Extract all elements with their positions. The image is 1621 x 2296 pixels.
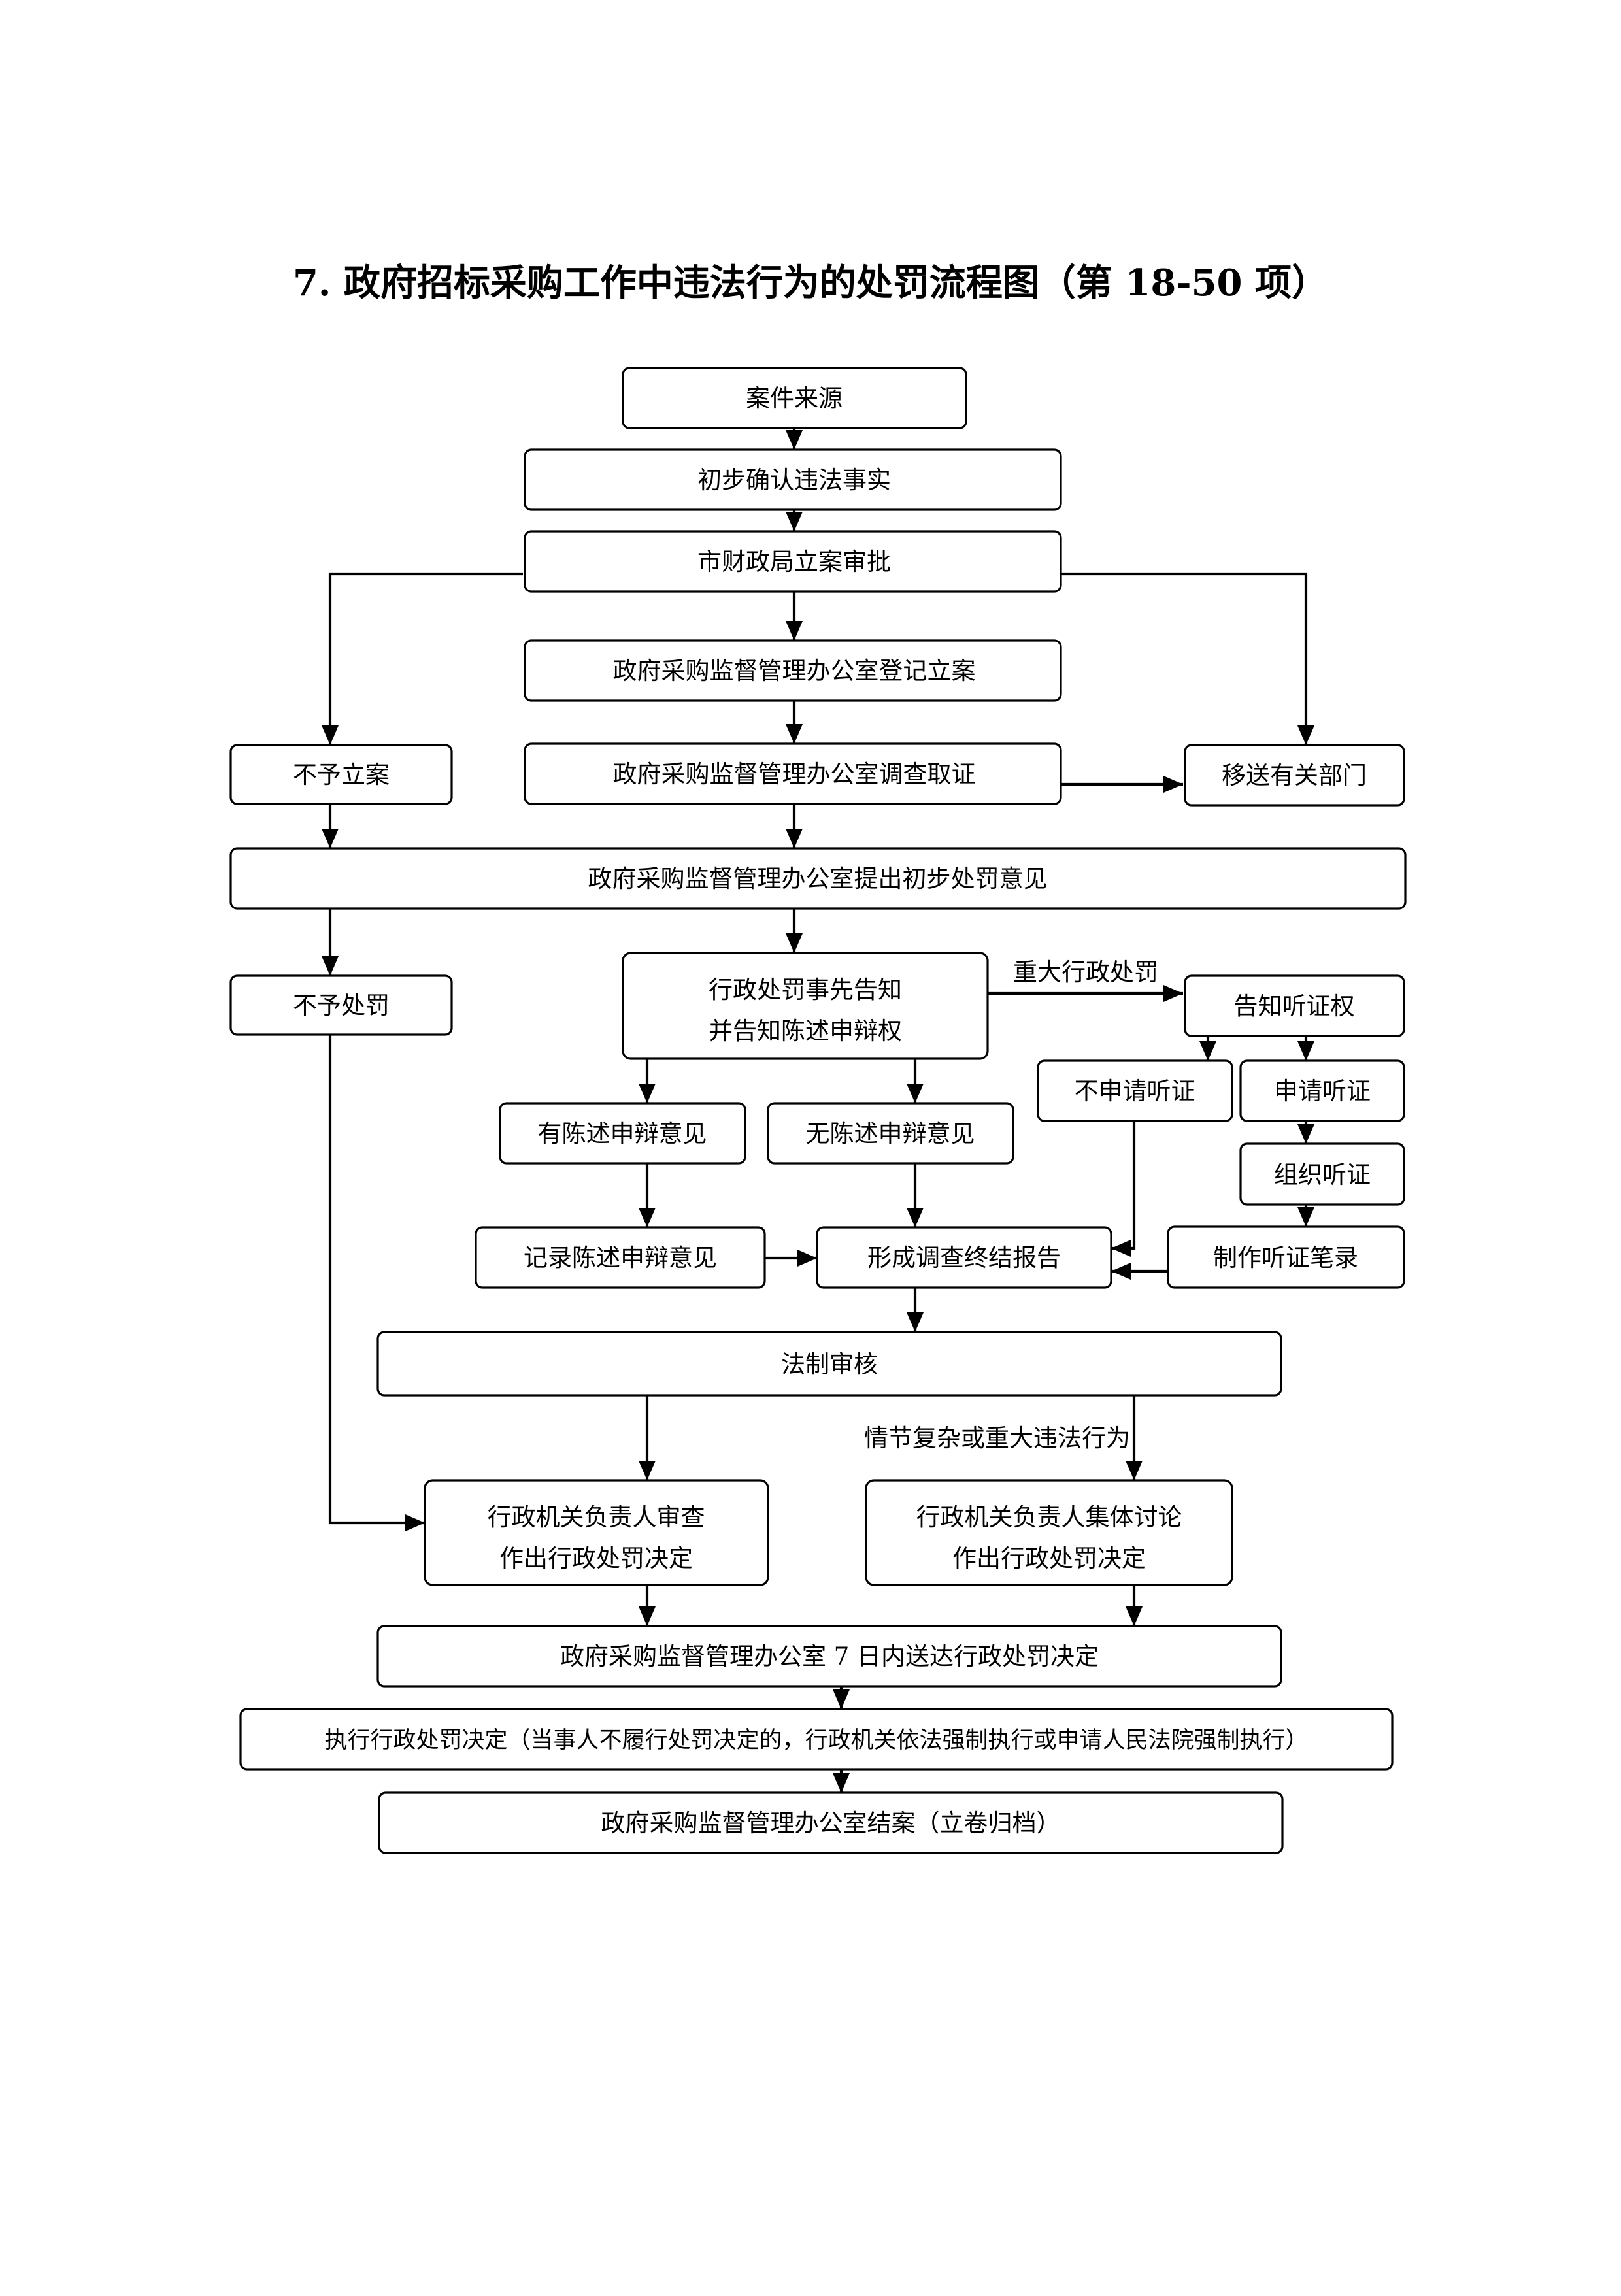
- node-label: 政府采购监督管理办公室 7 日内送达行政处罚决定: [560, 1642, 1099, 1671]
- edge-no-request-to-report: [1111, 1121, 1136, 1257]
- node-hearing-request: 申请听证: [1239, 1059, 1405, 1122]
- node-label-line1: 行政处罚事先告知: [709, 976, 902, 1004]
- node-deliver-decision: 政府采购监督管理办公室 7 日内送达行政处罚决定: [376, 1625, 1282, 1688]
- page-title: 7. 政府招标采购工作中违法行为的处罚流程图（第 18-50 项）: [293, 261, 1328, 305]
- node-has-statement: 有陈述申辩意见: [499, 1102, 746, 1165]
- node-label: 记录陈述申辩意见: [524, 1244, 717, 1272]
- node-label: 不予处罚: [293, 991, 390, 1020]
- edge-approval-to-no-case: [322, 572, 523, 745]
- node-label: 法制审核: [781, 1350, 878, 1378]
- node-close-case: 政府采购监督管理办公室结案（立卷归档）: [378, 1791, 1284, 1854]
- node-label: 组织听证: [1274, 1161, 1371, 1189]
- node-prior-notice: 行政处罚事先告知 并告知陈述申辩权: [622, 952, 989, 1060]
- node-label: 有陈述申辩意见: [538, 1120, 707, 1148]
- node-label-line1: 行政机关负责人审查: [488, 1503, 705, 1531]
- node-collective-review: 行政机关负责人集体讨论 作出行政处罚决定: [865, 1479, 1233, 1586]
- node-label-line1: 行政机关负责人集体讨论: [916, 1503, 1182, 1531]
- node-no-hearing-request: 不申请听证: [1037, 1059, 1233, 1122]
- node-label: 市财政局立案审批: [697, 548, 891, 576]
- node-label: 案件来源: [746, 384, 843, 412]
- node-no-statement: 无陈述申辩意见: [767, 1102, 1014, 1165]
- node-final-report: 形成调查终结报告: [816, 1226, 1112, 1289]
- node-transfer: 移送有关部门: [1184, 744, 1405, 807]
- node-no-penalty: 不予处罚: [229, 974, 453, 1036]
- node-label: 申请听证: [1274, 1077, 1371, 1105]
- node-bureau-approval: 市财政局立案审批: [524, 530, 1062, 593]
- node-label: 无陈述申辩意见: [806, 1120, 975, 1148]
- node-no-case: 不予立案: [229, 744, 453, 805]
- node-label: 初步确认违法事实: [697, 466, 891, 494]
- edge-label-major-penalty: 重大行政处罚: [1013, 958, 1158, 986]
- node-label: 执行行政处罚决定（当事人不履行处罚决定的，行政机关依法强制执行或申请人民法院强制…: [324, 1727, 1308, 1754]
- edge-no-penalty-to-head-review: [328, 1035, 425, 1531]
- node-execute-decision: 执行行政处罚决定（当事人不履行处罚决定的，行政机关依法强制执行或申请人民法院强制…: [239, 1708, 1394, 1771]
- node-label: 政府采购监督管理办公室登记立案: [613, 657, 976, 685]
- node-label-line2: 作出行政处罚决定: [952, 1544, 1146, 1572]
- node-label-line2: 并告知陈述申辩权: [709, 1017, 902, 1045]
- node-hearing-transcript: 制作听证笔录: [1167, 1225, 1405, 1289]
- node-label: 移送有关部门: [1222, 761, 1367, 790]
- node-label: 制作听证笔录: [1213, 1244, 1358, 1272]
- edge-approval-to-transfer: [1060, 572, 1314, 745]
- node-confirm-facts: 初步确认违法事实: [524, 448, 1062, 511]
- flow-edges: [322, 428, 1314, 1793]
- node-notify-hearing: 告知听证权: [1184, 974, 1405, 1037]
- node-record-statement: 记录陈述申辩意见: [475, 1226, 766, 1289]
- node-label: 不申请听证: [1075, 1077, 1195, 1105]
- node-label: 政府采购监督管理办公室调查取证: [613, 760, 976, 788]
- edge-label-complex-case: 情节复杂或重大违法行为: [864, 1424, 1130, 1452]
- node-case-source: 案件来源: [622, 367, 967, 429]
- node-investigate: 政府采购监督管理办公室调查取证: [524, 742, 1062, 805]
- node-label: 政府采购监督管理办公室提出初步处罚意见: [588, 865, 1048, 893]
- node-preliminary-opinion: 政府采购监督管理办公室提出初步处罚意见: [229, 847, 1407, 910]
- node-organize-hearing: 组织听证: [1239, 1142, 1405, 1206]
- node-label: 不予立案: [293, 761, 390, 789]
- node-register-case: 政府采购监督管理办公室登记立案: [524, 639, 1062, 702]
- node-label: 政府采购监督管理办公室结案（立卷归档）: [601, 1809, 1061, 1837]
- node-head-review: 行政机关负责人审查 作出行政处罚决定: [424, 1479, 769, 1586]
- node-legal-review: 法制审核: [376, 1331, 1282, 1397]
- node-label: 形成调查终结报告: [867, 1244, 1061, 1272]
- node-label-line2: 作出行政处罚决定: [499, 1544, 693, 1572]
- node-label: 告知听证权: [1234, 992, 1355, 1020]
